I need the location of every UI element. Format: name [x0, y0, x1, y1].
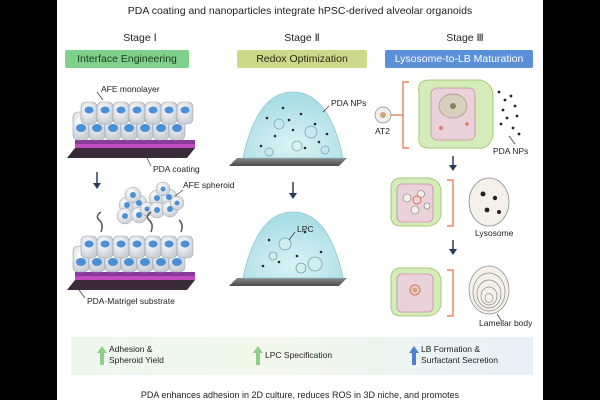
label-afe-spheroid: AFE spheroid	[183, 180, 235, 190]
redox-dome-bottom	[229, 211, 347, 286]
at2-cell-top	[374, 79, 521, 149]
stage-2-pill: Redox Optimization	[237, 50, 367, 68]
at2-cell-middle	[390, 177, 510, 227]
afe-monolayer-top	[67, 91, 195, 167]
outcome-1-line1: Adhesion &	[109, 344, 153, 354]
stage-1-down-arrow	[93, 172, 101, 189]
label-afe-monolayer: AFE monolayer	[101, 84, 160, 94]
footer-caption: PDA enhances adhesion in 2D culture, red…	[140, 390, 460, 400]
up-arrow-icon	[97, 346, 107, 353]
at2-cell-bottom	[390, 265, 510, 321]
stage-3-pill: Lysosome-to-LB Maturation	[385, 50, 533, 68]
stage-2-label: Stage Ⅱ	[284, 32, 320, 44]
up-arrow-stem	[100, 353, 104, 365]
stage-2-down-arrow	[289, 182, 297, 199]
up-arrow-stem	[412, 353, 416, 365]
up-arrow-icon	[253, 346, 263, 353]
outcome-1-line2: Spheroid Yield	[109, 355, 164, 365]
stage-3-arrow-2	[449, 240, 457, 255]
outcome-2-line1: LPC Specification	[265, 350, 333, 360]
redox-dome-top	[229, 91, 347, 166]
figure-title: PDA coating and nanoparticles integrate …	[127, 5, 473, 17]
afe-monolayer-bottom	[67, 235, 195, 299]
up-arrow-stem	[256, 353, 260, 365]
label-at2: AT2	[375, 126, 390, 136]
up-arrow-icon	[409, 346, 419, 353]
label-pda-coating: PDA coating	[153, 164, 200, 174]
label-pda-matrigel: PDA-Matrigel substrate	[87, 296, 175, 306]
stage-3-arrow-1	[449, 156, 457, 171]
stage-3-label: Stage Ⅲ	[446, 32, 484, 44]
label-lysosome: Lysosome	[475, 228, 514, 238]
diagram-illustration	[67, 79, 521, 321]
outcome-band	[71, 337, 533, 375]
label-pda-nps-top: PDA NPs	[331, 98, 367, 108]
label-lamellar-body: Lamellar body	[479, 318, 533, 328]
outcome-3-line1: LB Formation &	[421, 344, 481, 354]
label-pda-nps-right: PDA NPs	[493, 146, 529, 156]
label-lpc: LPC	[297, 224, 314, 234]
stage-1-label: Stage Ⅰ	[123, 32, 157, 44]
outcome-3-line2: Surfactant Secretion	[421, 355, 499, 365]
stage-1-pill: Interface Engineering	[65, 50, 189, 68]
figure-canvas: PDA coating and nanoparticles integrate …	[57, 0, 543, 400]
